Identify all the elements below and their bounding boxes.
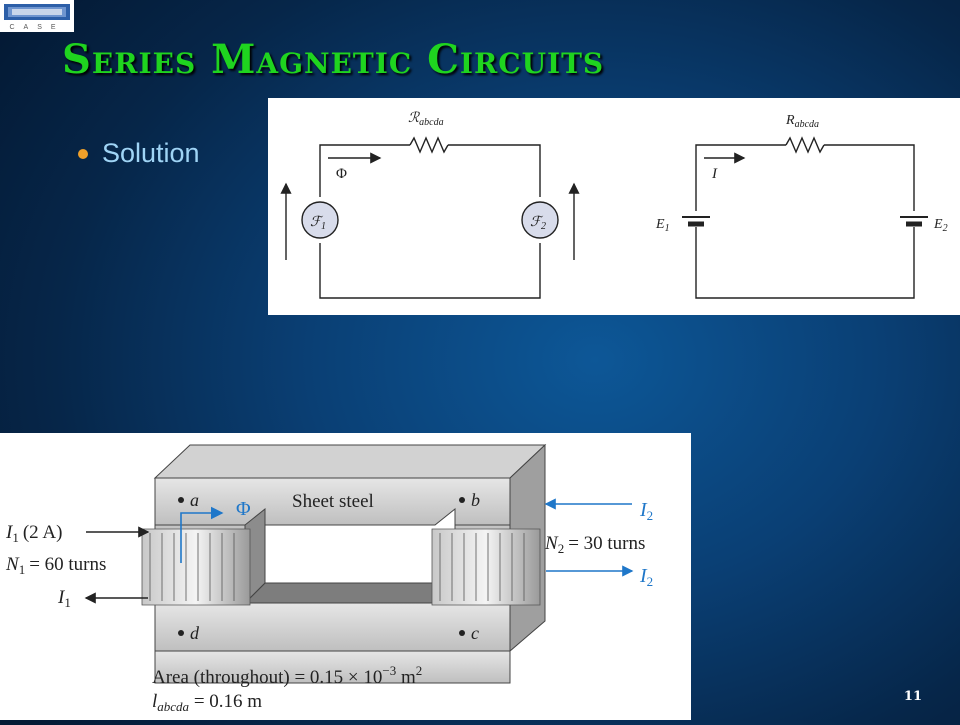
i2-in-sub: 2 (647, 508, 654, 523)
area-unit: m (396, 667, 416, 688)
i1-out-symbol: I (57, 587, 66, 608)
i1-in-symbol: I (5, 522, 14, 543)
i2-out-sub: 2 (647, 574, 654, 589)
svg-text:Area (throughout) = 0.15 × 10−: Area (throughout) = 0.15 × 10−3 m2 (152, 663, 422, 688)
area-exponent: −3 (382, 663, 396, 678)
area-unit-exponent: 2 (416, 663, 423, 678)
svg-text:I1: I1 (57, 587, 71, 610)
logo: CASE (0, 0, 74, 32)
svg-text:E2: E2 (933, 217, 948, 234)
mmf-source-2-icon (521, 201, 559, 239)
reluctance-resistor-icon (409, 136, 449, 154)
svg-text:Rabcda: Rabcda (785, 113, 819, 130)
svg-text:I2: I2 (639, 565, 653, 589)
i2-out-symbol: I (639, 565, 648, 587)
corner-c-label: c (471, 623, 479, 643)
battery-e2-icon (900, 216, 928, 227)
corner-d-label: d (190, 623, 200, 643)
bullet-dot-icon (78, 148, 88, 159)
i1-value: (2 A) (23, 522, 63, 543)
mmf-2-label: ℱ (530, 215, 544, 230)
mmf-1-sub: 1 (321, 221, 326, 232)
reluctance-sub: abcda (419, 117, 443, 128)
corner-d-dot (178, 630, 184, 636)
n1-symbol: N (5, 554, 20, 575)
reluctance-label: ℛ (408, 111, 420, 126)
resistance-label: R (785, 113, 795, 128)
flux-arrow-icon (180, 506, 224, 563)
page-number: 11 (903, 689, 922, 704)
material-label: Sheet steel (292, 491, 374, 512)
corner-b-label: b (471, 490, 480, 510)
coil-2 (431, 528, 541, 606)
logo-text: CASE (9, 24, 64, 31)
mmf-1-label: ℱ (310, 215, 324, 230)
equivalent-circuit-panel: ℛabcda Φ ℱ1 ℱ2 Rabcda I E1 (268, 98, 960, 315)
corner-a-label: a (190, 490, 199, 510)
battery-e1-icon (682, 216, 710, 227)
bullet-text: Solution (102, 138, 200, 168)
emf-1-sub: 1 (665, 223, 670, 234)
emf-1-label: E (655, 217, 665, 232)
i2-in-symbol: I (639, 499, 648, 521)
length-sub: abcda (157, 699, 189, 714)
length-symbol: l (152, 691, 157, 712)
svg-text:I2: I2 (639, 499, 653, 523)
mmf-2-sub: 2 (541, 221, 546, 232)
slide-title: Series Magnetic Circuits (62, 36, 605, 83)
current-label: I (711, 166, 718, 182)
svg-text:labcda = 0.16 m: labcda = 0.16 m (152, 691, 262, 714)
n1-value: = 60 turns (29, 554, 106, 575)
svg-text:ℱ1: ℱ1 (310, 215, 326, 232)
length-value: = 0.16 m (189, 691, 262, 712)
electric-equivalent-circuit (695, 136, 915, 299)
n2-sub: 2 (558, 541, 565, 556)
corner-c-dot (459, 630, 465, 636)
svg-text:ℛabcda: ℛabcda (408, 111, 444, 128)
corner-b-dot (459, 497, 465, 503)
i1-in-sub: 1 (12, 530, 19, 545)
n2-value: = 30 turns (568, 533, 645, 554)
resistance-sub: abcda (795, 119, 819, 130)
svg-text:I1(2 A): I1 (2 A) (5, 522, 62, 545)
core-flux-label: Φ (236, 498, 251, 520)
bullet-item: Solution (78, 138, 200, 169)
svg-text:N2= 30 turns: N2= 30 turns (544, 533, 645, 556)
resistor-icon (785, 136, 825, 154)
i1-out-sub: 1 (64, 595, 71, 610)
area-text: Area (throughout) = 0.15 × 10 (152, 667, 382, 688)
corner-a-dot (178, 497, 184, 503)
emf-2-label: E (933, 217, 943, 232)
svg-text:N1= 60 turns: N1= 60 turns (5, 554, 106, 577)
core-diagram-panel: a b d c Sheet steel Φ I1(2 A) N1= 60 tur… (0, 433, 691, 720)
magnetic-equivalent-circuit (280, 136, 580, 299)
mmf-source-1-icon (301, 201, 339, 239)
n1-sub: 1 (19, 562, 26, 577)
flux-label: Φ (336, 166, 347, 182)
svg-text:ℱ2: ℱ2 (530, 215, 546, 232)
emf-2-sub: 2 (943, 223, 948, 234)
coil-1 (141, 528, 251, 606)
svg-text:E1: E1 (655, 217, 670, 234)
n2-symbol: N (544, 533, 559, 554)
